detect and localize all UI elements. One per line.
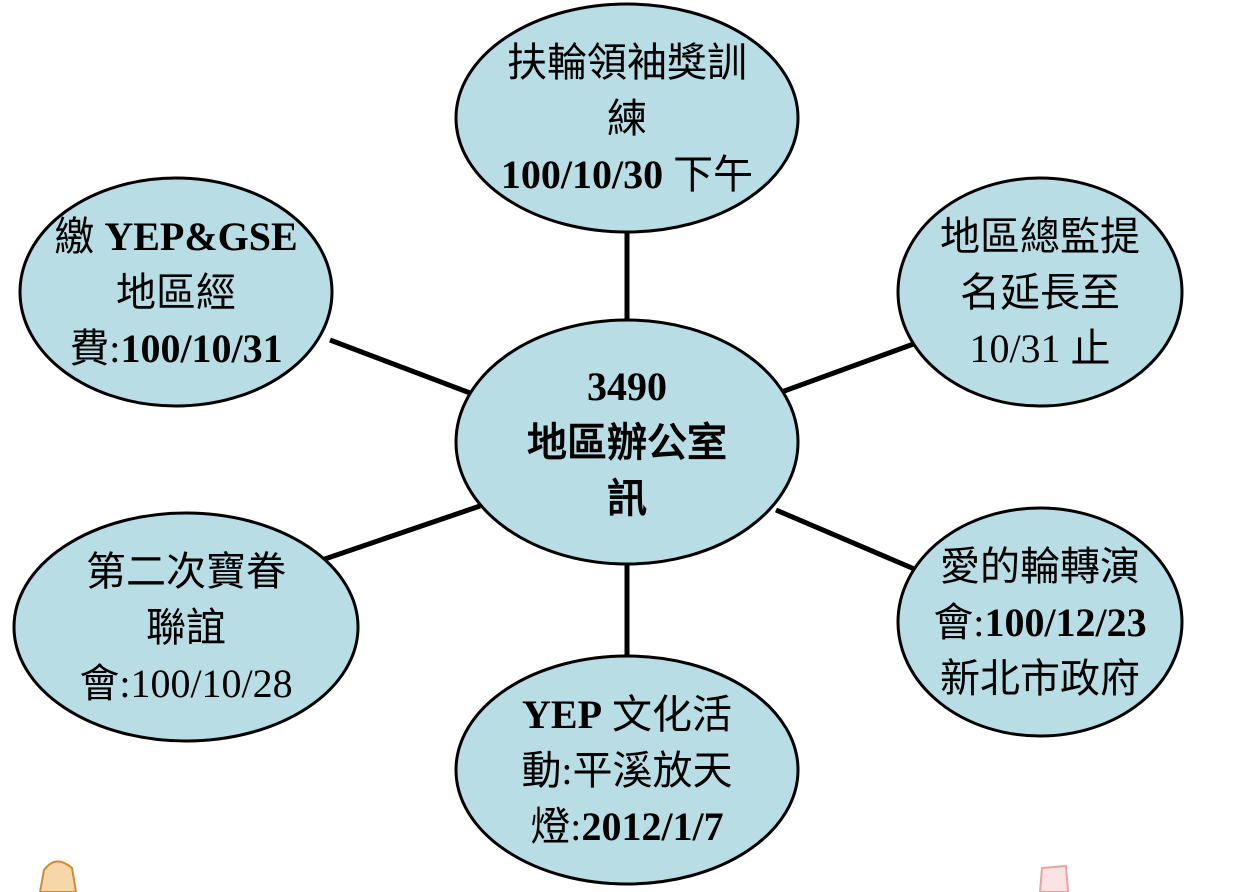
node-text-line: 會:100/10/28 xyxy=(79,661,292,706)
node-text-segment: 動:平溪放天 xyxy=(521,748,732,793)
node-text-line: 繳 YEP&GSE xyxy=(54,214,297,259)
node-text-segment: 第二次寶眷 xyxy=(86,549,286,594)
node-text-segment: 2012/1/7 xyxy=(581,804,723,849)
node-text-upper-right: 地區總監提名延長至 10/31 止 xyxy=(940,214,1140,371)
node-text-segment: 地區總監提 xyxy=(940,214,1140,259)
node-upper-left: 繳 YEP&GSE 地區經費:100/10/31 xyxy=(18,176,334,408)
node-text-segment: 會:100/10/28 xyxy=(79,661,292,706)
node-text-segment: 3490 xyxy=(587,364,667,409)
node-text-segment: 燈: xyxy=(530,804,581,849)
corner-icon-right xyxy=(1038,864,1070,892)
node-text-line: 名延長至 xyxy=(960,270,1120,315)
node-text-segment: 文化活 xyxy=(602,692,732,737)
node-text-segment: 繳 xyxy=(54,214,104,259)
node-text-line: 費:100/10/31 xyxy=(69,326,282,371)
node-shape-bottom xyxy=(454,654,800,886)
connector-line-upper-right xyxy=(775,335,931,397)
node-text-segment: 下午 xyxy=(663,152,753,197)
center-node-text: 3490 地區辦公室訊 xyxy=(527,364,727,521)
node-text-line: 愛的輪轉演 xyxy=(940,544,1140,589)
node-text-segment: 地區經 xyxy=(116,270,236,315)
node-text-line: 3490 xyxy=(587,364,667,409)
node-text-segment: 100/10/30 xyxy=(501,152,663,197)
node-text-line: 會:100/12/23 xyxy=(933,600,1146,645)
node-text-segment: 會: xyxy=(933,600,984,645)
connector-line-lower-right xyxy=(775,507,927,577)
node-text-line: 聯誼 xyxy=(146,605,226,650)
node-text-segment: 10/31 止 xyxy=(969,326,1110,371)
node-text-segment: 新北市政府 xyxy=(940,656,1140,701)
note-icon xyxy=(38,860,78,892)
node-text-upper-left: 繳 YEP&GSE 地區經費:100/10/31 xyxy=(54,214,297,371)
node-lower-left: 第二次寶眷聯誼會:100/10/28 xyxy=(12,511,360,743)
node-text-segment: 地區辦公室 xyxy=(527,420,727,465)
node-text-segment: 訊 xyxy=(607,476,647,521)
node-text-segment: YEP xyxy=(522,692,602,737)
node-text-top: 扶輪領袖獎訓練 100/10/30 下午 xyxy=(501,40,753,197)
node-text-line: 10/31 止 xyxy=(969,326,1110,371)
node-text-segment: 扶輪領袖獎訓 xyxy=(507,40,747,85)
node-text-line: 燈:2012/1/7 xyxy=(530,804,723,849)
node-text-segment: YEP&GSE xyxy=(104,214,297,259)
node-shape-top xyxy=(454,2,800,234)
node-top: 扶輪領袖獎訓練 100/10/30 下午 xyxy=(454,2,800,234)
node-text-segment: 名延長至 xyxy=(960,270,1120,315)
node-text-segment: 愛的輪轉演 xyxy=(940,544,1140,589)
node-text-line: YEP 文化活 xyxy=(522,692,732,737)
node-text-line: 扶輪領袖獎訓 xyxy=(507,40,747,85)
node-lower-right: 愛的輪轉演會:100/12/23 新北市政府 xyxy=(896,506,1184,738)
node-text-lower-right: 愛的輪轉演會:100/12/23 新北市政府 xyxy=(933,544,1146,701)
node-shape-upper-right xyxy=(896,176,1184,408)
node-text-line: 地區辦公室 xyxy=(527,420,727,465)
node-shape-lower-right xyxy=(896,506,1184,738)
connectors xyxy=(315,232,931,656)
node-text-segment: 練 xyxy=(607,96,647,141)
corner-icon-left xyxy=(38,860,78,892)
node-text-line: 地區總監提 xyxy=(940,214,1140,259)
sticker-icon xyxy=(1038,864,1070,892)
node-text-line: 動:平溪放天 xyxy=(521,748,732,793)
node-text-bottom: YEP 文化活動:平溪放天燈:2012/1/7 xyxy=(521,692,732,849)
connector-line-upper-left xyxy=(329,337,479,399)
node-text-segment: 100/12/23 xyxy=(984,600,1146,645)
node-text-lower-left: 第二次寶眷聯誼會:100/10/28 xyxy=(79,549,292,706)
center-node-shape xyxy=(454,318,800,566)
node-text-line: 地區經 xyxy=(116,270,236,315)
connector-line-lower-left xyxy=(315,503,481,565)
center-node: 3490 地區辦公室訊 xyxy=(454,318,800,566)
node-shape-upper-left xyxy=(18,176,334,408)
node-text-segment: 費: xyxy=(69,326,120,371)
node-text-segment: 100/10/31 xyxy=(120,326,282,371)
node-bottom: YEP 文化活動:平溪放天燈:2012/1/7 xyxy=(454,654,800,886)
node-text-line: 第二次寶眷 xyxy=(86,549,286,594)
node-text-line: 新北市政府 xyxy=(940,656,1140,701)
node-text-line: 練 xyxy=(607,96,647,141)
node-text-line: 100/10/30 下午 xyxy=(501,152,753,197)
node-text-line: 訊 xyxy=(607,476,647,521)
node-upper-right: 地區總監提名延長至 10/31 止 xyxy=(896,176,1184,408)
node-shape-lower-left xyxy=(12,511,360,743)
node-text-segment: 聯誼 xyxy=(146,605,226,650)
